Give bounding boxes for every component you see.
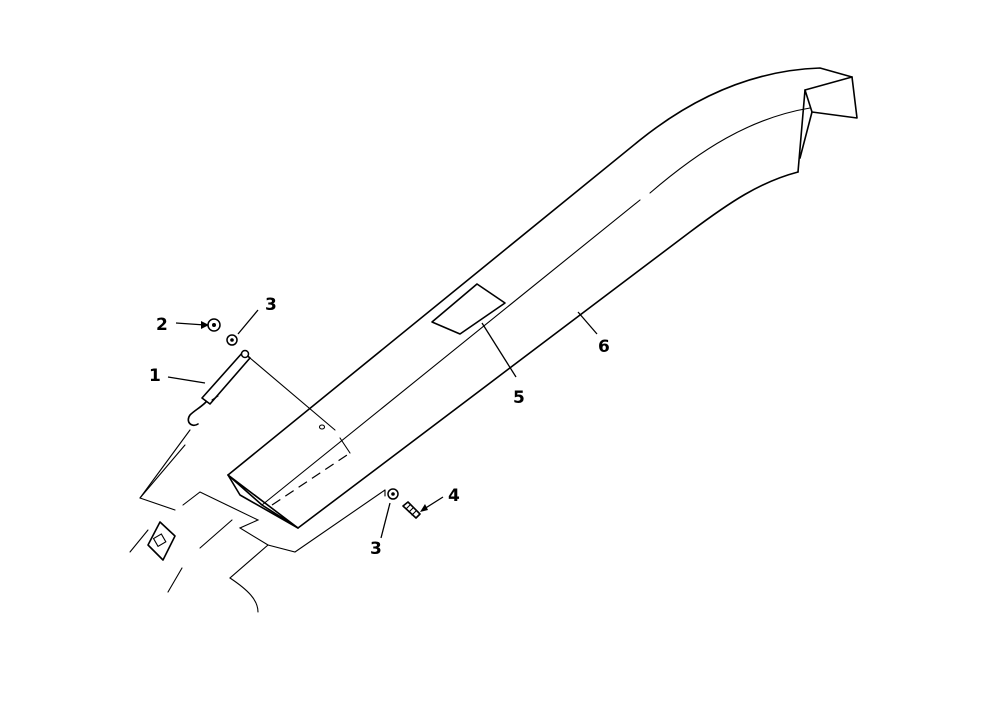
frame-line-b [139, 497, 176, 511]
leader-4 [423, 496, 444, 510]
callout-6: 6 [598, 337, 610, 357]
nut-and-washer [207, 318, 238, 346]
callout-3-upper: 3 [265, 295, 277, 315]
chute-front-opening [227, 474, 299, 529]
leader-3b [380, 502, 391, 539]
hidden-line-end [339, 437, 351, 454]
chute-top-edge [227, 67, 853, 476]
chute-end-side [797, 89, 806, 173]
leader-3a [237, 309, 259, 335]
washer-lower-hole [391, 492, 395, 496]
assembly-line-2 [139, 429, 191, 499]
latch-detail [211, 395, 219, 401]
bolt-shank [402, 501, 421, 519]
leaders [167, 309, 598, 539]
frame-line-a [139, 444, 186, 499]
mount-hole [318, 424, 326, 430]
chute-end-opening [804, 76, 858, 119]
latch-hook [187, 401, 207, 427]
latch-bracket [147, 521, 176, 561]
leader-4-arrow [420, 504, 428, 512]
callout-1: 1 [149, 366, 161, 386]
latch-pivot [240, 349, 250, 359]
leader-2-arrow [201, 321, 209, 329]
callout-4: 4 [448, 486, 460, 506]
hook-latch [139, 349, 336, 499]
chute-fold-line [261, 199, 641, 506]
decal-label [431, 283, 506, 335]
frame-line-d [129, 529, 149, 553]
frame-line-c [199, 519, 233, 549]
leader-6 [577, 311, 598, 335]
callout-2: 2 [156, 315, 168, 335]
leader-2 [175, 322, 206, 326]
chute-front-lip [227, 474, 299, 529]
callout-5: 5 [513, 388, 525, 408]
washer-upper-hole [230, 338, 234, 342]
bolt-threads [405, 504, 417, 516]
assembly-line-1 [249, 357, 336, 431]
latch-slot [152, 533, 167, 548]
chute-end-inner [799, 111, 813, 159]
frame-outline [182, 489, 386, 553]
leader-5 [481, 322, 517, 378]
mounting-frame [129, 444, 386, 613]
latch-arm [201, 351, 251, 405]
callout-3-lower: 3 [370, 539, 382, 559]
chute-bottom-edge [297, 171, 799, 529]
chute-fold-curve [649, 107, 811, 194]
leader-1 [167, 376, 206, 384]
frame-curve [229, 544, 269, 613]
discharge-chute [227, 67, 858, 529]
hex-nut-hole [212, 323, 216, 327]
frame-line-e [167, 567, 183, 593]
bolt-and-washer [384, 488, 421, 519]
